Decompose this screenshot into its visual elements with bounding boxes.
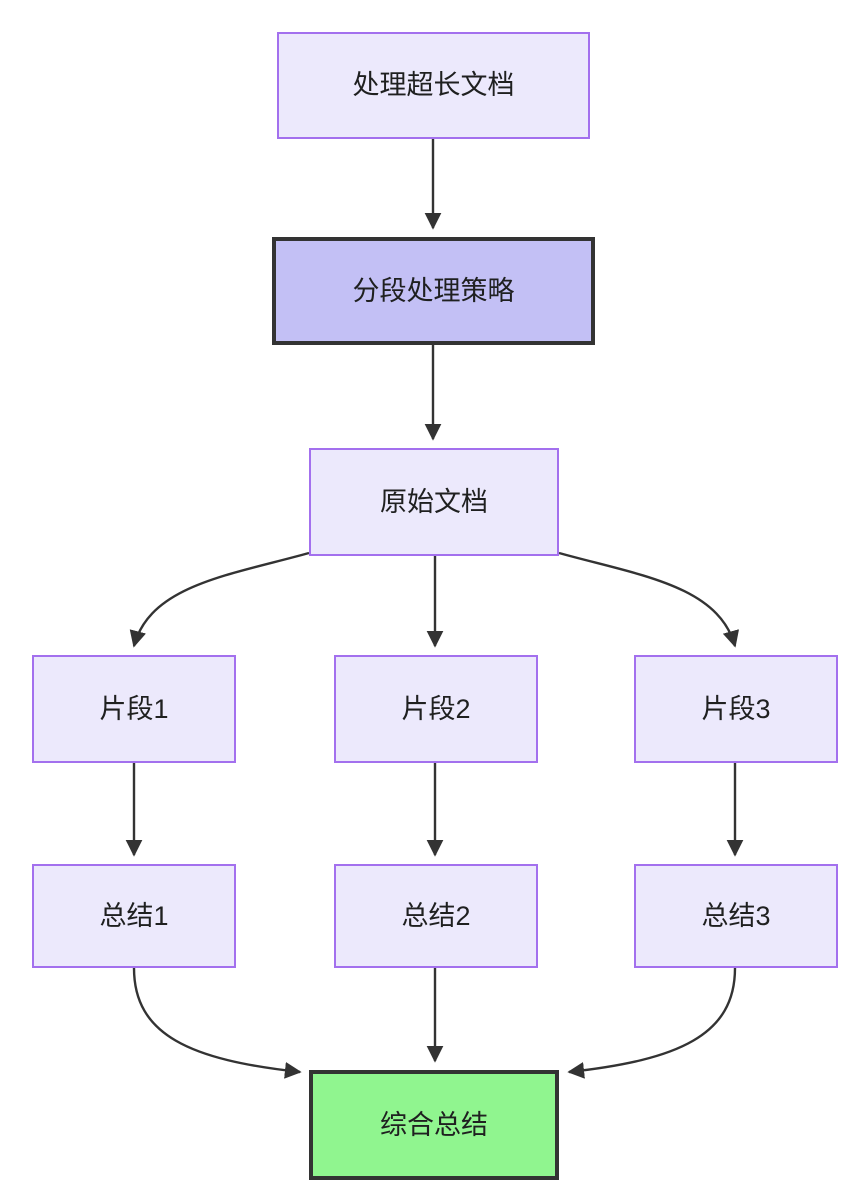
node-summary-2[interactable]: 总结2 <box>334 864 538 968</box>
edge-source-to-chunk3 <box>558 551 740 648</box>
node-chunk-2[interactable]: 片段2 <box>334 655 538 763</box>
edge-summary3-to-final <box>567 967 737 1079</box>
node-processing-long-document[interactable]: 处理超长文档 <box>277 32 590 139</box>
node-label: 总结3 <box>701 900 771 931</box>
node-source-document[interactable]: 原始文档 <box>309 448 559 556</box>
edge-source-to-chunk1 <box>129 551 310 648</box>
node-summary-1[interactable]: 总结1 <box>32 864 236 968</box>
node-label: 片段1 <box>99 693 169 724</box>
node-final-summary[interactable]: 综合总结 <box>309 1070 559 1180</box>
node-label: 处理超长文档 <box>352 70 515 101</box>
node-label: 总结2 <box>401 900 471 931</box>
node-label: 片段2 <box>401 693 471 724</box>
edge-summary1-to-final <box>132 967 302 1079</box>
node-label: 总结1 <box>99 900 169 931</box>
node-chunk-3[interactable]: 片段3 <box>634 655 838 763</box>
node-label: 原始文档 <box>380 486 488 517</box>
node-chunking-strategy[interactable]: 分段处理策略 <box>272 237 595 345</box>
node-label: 综合总结 <box>380 1109 488 1140</box>
node-label: 分段处理策略 <box>352 275 515 306</box>
node-label: 片段3 <box>701 693 771 724</box>
node-summary-3[interactable]: 总结3 <box>634 864 838 968</box>
node-chunk-1[interactable]: 片段1 <box>32 655 236 763</box>
